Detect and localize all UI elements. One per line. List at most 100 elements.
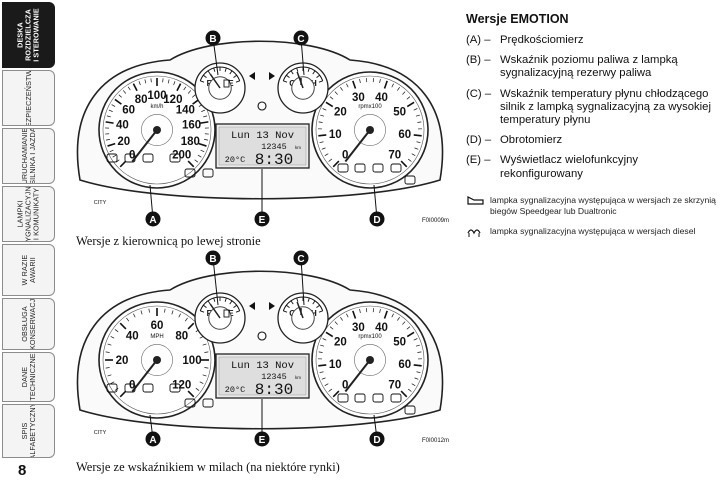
minor-tick bbox=[319, 141, 324, 144]
legend-item: (A) –Prędkościomierz bbox=[466, 34, 716, 47]
callout-badge bbox=[293, 30, 309, 46]
minor-tick bbox=[324, 383, 329, 386]
tab-obsluga[interactable]: OBSŁUGA I KONSERWACJA bbox=[2, 298, 55, 350]
major-tick bbox=[332, 160, 340, 168]
legend-note: lampka sygnalizacyjna występująca w wers… bbox=[466, 195, 716, 218]
tab-deska-rozdzielcza[interactable]: DESKA ROZDZIELCZA I STEROWANIE bbox=[2, 2, 55, 68]
minor-tick bbox=[415, 344, 420, 347]
tick-label: 20 bbox=[116, 355, 129, 367]
tab-bezpieczenstwo[interactable]: BEZPIECZEŃSTWO bbox=[2, 70, 55, 126]
minor-tick bbox=[359, 78, 361, 84]
minor-tick bbox=[192, 94, 196, 98]
callout-badge bbox=[254, 211, 270, 227]
minor-tick bbox=[118, 94, 122, 98]
minor-tick bbox=[334, 91, 338, 95]
gauge-tick bbox=[316, 304, 320, 309]
gauge-tick bbox=[229, 300, 233, 305]
tab-spis-alfabetyczny[interactable]: SPIS ALFABETYCZNY bbox=[2, 404, 55, 458]
figure-caption: Wersje z kierownicą po lewej stronie bbox=[76, 234, 261, 248]
minor-tick bbox=[320, 344, 325, 347]
tick-label: 70 bbox=[388, 150, 401, 162]
gauge-tick bbox=[213, 297, 216, 302]
minor-tick bbox=[173, 81, 176, 86]
tab-label: OBSŁUGA I KONSERWACJA bbox=[19, 298, 37, 350]
callout-letter: D bbox=[373, 435, 380, 446]
tick-label: 100 bbox=[147, 90, 166, 102]
gauge-tick bbox=[316, 74, 320, 79]
warning-lamp-icon bbox=[184, 168, 196, 178]
major-tick bbox=[132, 83, 138, 92]
gauge-tick bbox=[203, 304, 207, 309]
major-tick bbox=[400, 390, 408, 398]
display-time: 8:30 bbox=[255, 381, 293, 399]
display-unit: km bbox=[295, 145, 301, 150]
minor-tick bbox=[171, 310, 174, 315]
minor-tick bbox=[397, 317, 400, 321]
minor-tick bbox=[334, 321, 338, 325]
minor-tick bbox=[202, 343, 207, 346]
legend-note-text: lampka sygnalizacyjna występująca w wers… bbox=[490, 225, 696, 236]
warning-lamp-icon bbox=[142, 153, 154, 163]
minor-tick bbox=[415, 114, 420, 117]
minor-tick bbox=[318, 121, 323, 123]
legend-key: (D) – bbox=[466, 134, 492, 147]
city-mode-label: CITY bbox=[94, 200, 107, 206]
callout-letter: D bbox=[373, 215, 380, 226]
legend-item: (B) –Wskaźnik poziomu paliwa z lampką sy… bbox=[466, 54, 716, 80]
warning-lamp-icon bbox=[390, 163, 402, 173]
display-screen bbox=[218, 356, 307, 396]
major-tick bbox=[406, 101, 415, 108]
tab-uruchamianie[interactable]: URUCHAMIANIE SILNIKA I JAZDA bbox=[2, 128, 55, 184]
gauge-tick bbox=[207, 70, 211, 75]
major-tick bbox=[187, 160, 195, 168]
display-temperature: 20°C bbox=[225, 385, 245, 395]
major-tick bbox=[325, 101, 334, 108]
major-tick bbox=[325, 331, 334, 338]
tab-w-razie-awarii[interactable]: W RAZIE AWARII bbox=[2, 244, 55, 296]
major-tick bbox=[119, 390, 127, 398]
tick-label: 30 bbox=[352, 92, 365, 104]
warning-lamp-icon bbox=[337, 163, 349, 173]
gauge-label: E bbox=[228, 79, 234, 88]
legend-text: Obrotomierz bbox=[500, 134, 563, 147]
legend-text: Prędkościomierz bbox=[500, 34, 584, 46]
minor-tick bbox=[391, 313, 394, 318]
major-tick bbox=[352, 80, 357, 89]
tab-dane-techniczne[interactable]: DANE TECHNICZNE bbox=[2, 352, 55, 402]
gauge-tick bbox=[290, 300, 294, 305]
tick-label: 20 bbox=[117, 136, 130, 148]
minor-tick bbox=[144, 79, 147, 84]
gauge-tick bbox=[312, 70, 316, 75]
minor-tick bbox=[413, 108, 418, 111]
minor-tick bbox=[105, 139, 110, 141]
dial-unit: MPH bbox=[150, 334, 163, 340]
minor-tick bbox=[110, 336, 115, 339]
gauge-tick bbox=[200, 80, 205, 83]
tick-label: 40 bbox=[126, 330, 139, 342]
light-indicator-icon bbox=[257, 331, 267, 341]
minor-tick bbox=[148, 308, 150, 313]
dial-needle bbox=[344, 359, 371, 393]
major-tick bbox=[187, 390, 195, 398]
minor-tick bbox=[329, 326, 334, 330]
glow-plug-icon bbox=[467, 229, 481, 237]
gauge-tick bbox=[286, 74, 290, 79]
gauge-tick bbox=[286, 304, 290, 309]
dial-ring bbox=[315, 305, 425, 415]
major-tick bbox=[200, 121, 209, 124]
minor-tick bbox=[322, 338, 327, 341]
minor-tick bbox=[406, 96, 411, 100]
display-date: Lun 13 Nov bbox=[231, 130, 294, 142]
gauge-label: H bbox=[311, 79, 317, 88]
tab-lampki[interactable]: LAMPKI SYGNALIZACYJNE I KOMUNIKATY bbox=[2, 186, 55, 242]
tick-label: 60 bbox=[398, 129, 411, 141]
major-tick bbox=[198, 142, 207, 147]
major-tick bbox=[318, 134, 327, 137]
minor-tick bbox=[328, 158, 333, 162]
minor-tick bbox=[406, 326, 411, 330]
display-screen bbox=[218, 126, 307, 166]
tick-label: 10 bbox=[329, 129, 342, 141]
tab-label: W RAZIE AWARII bbox=[19, 254, 37, 286]
display-date: Lun 13 Nov bbox=[231, 360, 294, 372]
